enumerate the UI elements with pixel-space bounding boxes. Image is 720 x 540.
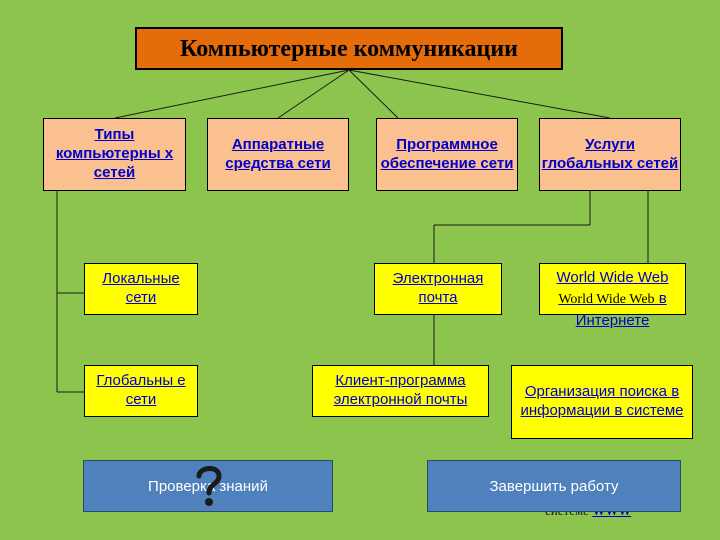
global-networks-link[interactable]: Глобальны е сети <box>84 365 198 417</box>
www-plain-text: World Wide Web <box>558 292 655 307</box>
www-link-text: World Wide Web <box>556 269 669 286</box>
local-networks-link[interactable]: Локальные сети <box>84 263 198 315</box>
category-software[interactable]: Программное обеспечение сети <box>376 118 518 191</box>
check-knowledge-label: Проверка знаний <box>148 477 268 495</box>
category-global-services[interactable]: Услуги глобальных сетей <box>539 118 681 191</box>
category-global-services-label: Услуги глобальных сетей <box>541 135 679 172</box>
category-software-label: Программное обеспечение сети <box>380 135 514 172</box>
email-link[interactable]: Электронная почта <box>374 263 502 315</box>
search-organization-link[interactable]: Организация поиска в информации в систем… <box>511 365 693 439</box>
question-mark-icon[interactable] <box>194 462 224 508</box>
email-client-link[interactable]: Клиент-программа электронной почты <box>312 365 489 417</box>
finish-work-label: Завершить работу <box>489 477 619 495</box>
check-knowledge-button[interactable]: Проверка знаний <box>83 460 333 512</box>
category-network-types[interactable]: Типы компьютерны х сетей <box>43 118 186 191</box>
category-network-types-label: Типы компьютерны х сетей <box>55 126 174 181</box>
category-hardware-label: Аппаратные средства сети <box>225 135 331 172</box>
category-hardware[interactable]: Аппаратные средства сети <box>207 118 349 191</box>
email-client-label: Клиент-программа электронной почты <box>333 372 468 408</box>
email-label: Электронная почта <box>392 270 484 306</box>
www-tail-text: в Интернете <box>575 290 667 329</box>
page-title: Компьютерные коммуникации <box>135 27 563 70</box>
www-label: World Wide Web World Wide Web в Интернет… <box>542 267 683 331</box>
global-networks-label: Глобальны е сети <box>96 372 186 408</box>
search-organization-label: Организация поиска в информации в систем… <box>520 383 684 419</box>
finish-work-button[interactable]: Завершить работу <box>427 460 681 512</box>
www-link[interactable]: World Wide Web World Wide Web в Интернет… <box>539 263 686 329</box>
local-networks-label: Локальные сети <box>102 270 180 306</box>
